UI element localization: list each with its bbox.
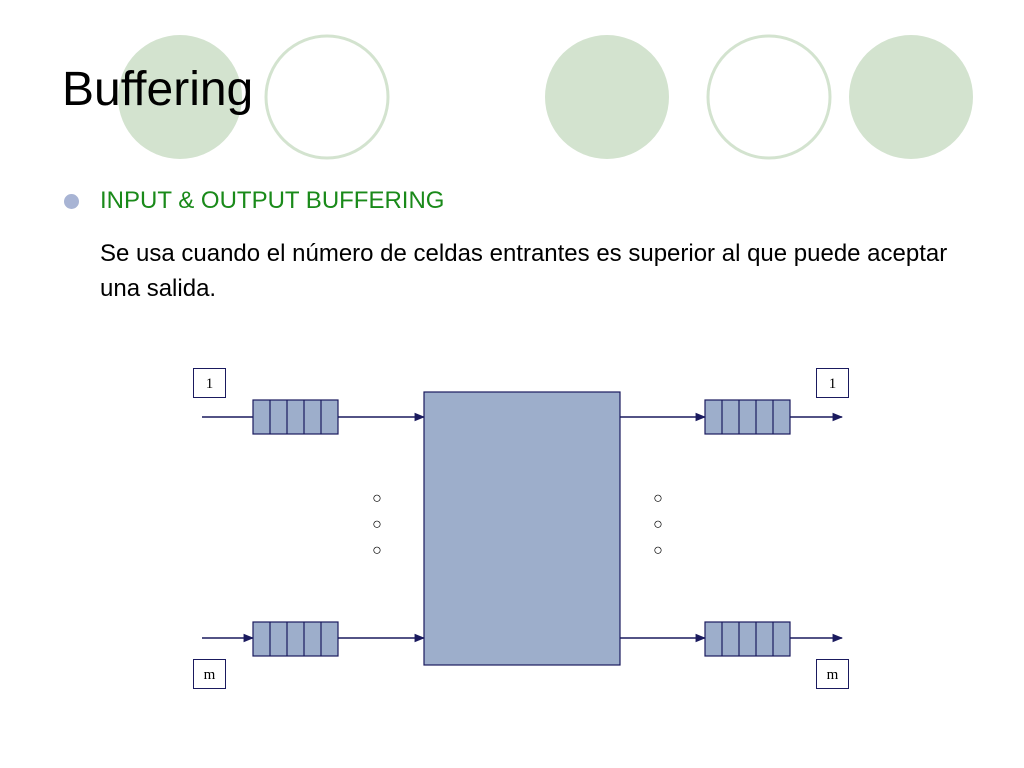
deco-circle-3: [545, 35, 669, 159]
output-ellipsis-dot-1: ○: [653, 490, 663, 507]
input-queue-bottom: [252, 621, 339, 657]
deco-circle-2: [264, 34, 390, 160]
output-ellipsis-dot-3: ○: [653, 542, 663, 559]
output-ellipsis-dot-2: ○: [653, 516, 663, 533]
deco-circle-4: [706, 34, 832, 160]
bullet-heading: INPUT & OUTPUT BUFFERING: [100, 187, 445, 214]
deco-circle-5: [849, 35, 973, 159]
decorative-circles: [118, 34, 973, 160]
body-paragraph: Se usa cuando el número de celdas entran…: [100, 240, 948, 302]
slide-title: Buffering: [62, 63, 254, 116]
output-queue-top: [704, 399, 791, 435]
input-ellipsis-dot-1: ○: [372, 490, 382, 507]
input-port-label-top: 1: [193, 368, 226, 398]
output-port-label-top: 1: [816, 368, 849, 398]
bullet-icon: [64, 194, 79, 209]
output-queue-bottom: [704, 621, 791, 657]
input-port-label-bottom: m: [193, 659, 226, 689]
input-ellipsis-dot-3: ○: [372, 542, 382, 559]
input-queue-top: [252, 399, 339, 435]
deco-circle-1: [118, 35, 242, 159]
output-port-label-bottom: m: [816, 659, 849, 689]
switch-fabric-box: [423, 391, 621, 666]
input-ellipsis-dot-2: ○: [372, 516, 382, 533]
